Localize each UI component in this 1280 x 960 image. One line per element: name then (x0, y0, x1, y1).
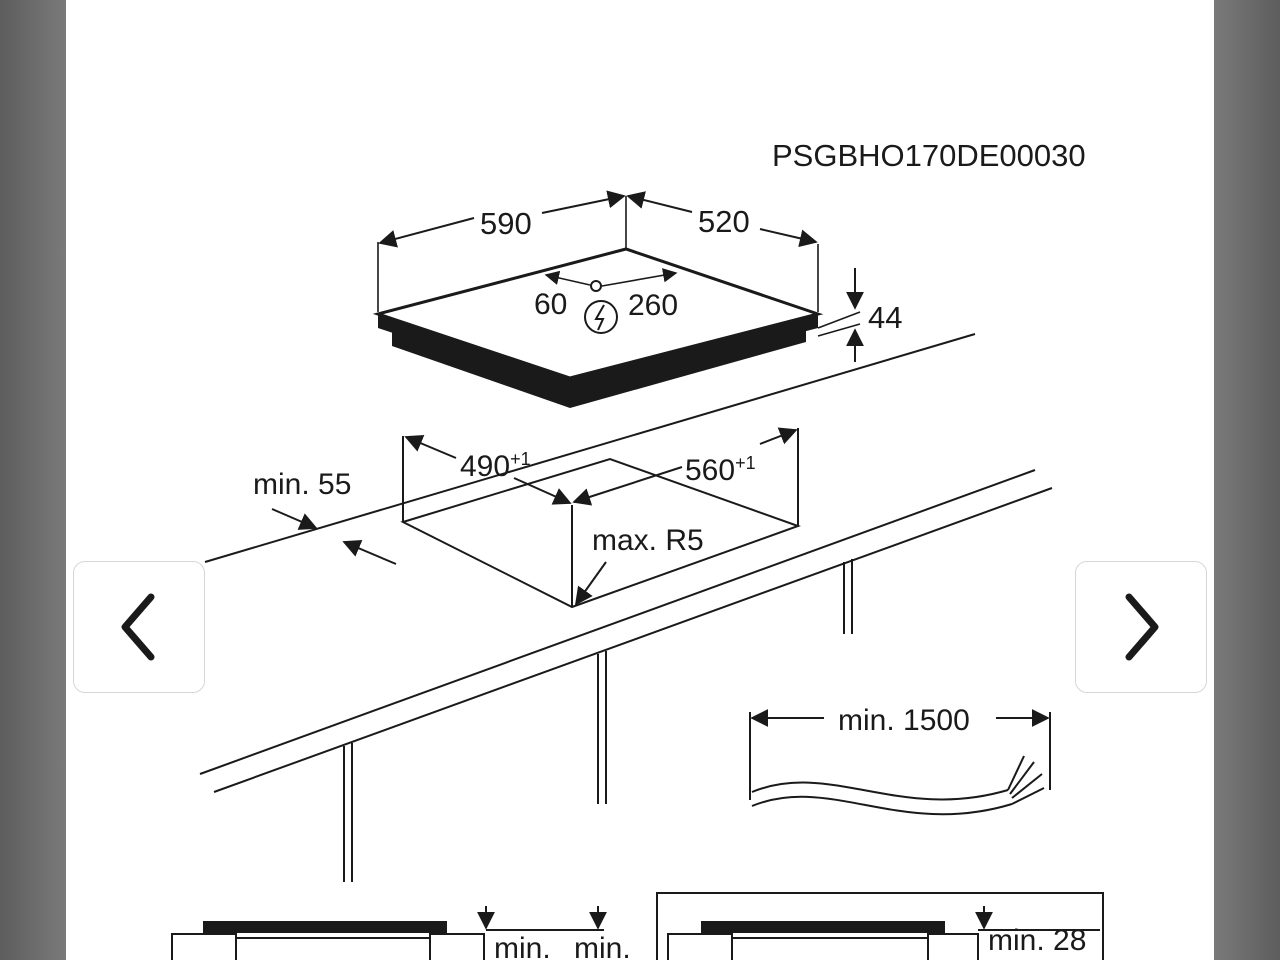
right-backdrop (1214, 0, 1280, 960)
dim-260-label: 260 (628, 289, 678, 322)
radius-label: max. R5 (592, 524, 704, 557)
dim-min-b-label: min. (574, 932, 631, 960)
dim-cutout-width-label: 490+1 (460, 449, 531, 483)
section-right (656, 892, 1104, 960)
dim-width (378, 190, 626, 248)
hob-extension-lines (377, 196, 861, 337)
dim-cutout-width (404, 434, 572, 505)
dim-depth (626, 191, 818, 248)
dim-height-label: 44 (868, 300, 902, 335)
dim-min-edge (271, 508, 397, 565)
radius-pointer (574, 561, 607, 606)
previous-image-button[interactable] (73, 561, 205, 693)
next-image-button[interactable] (1075, 561, 1207, 693)
electric-symbol-icon (584, 300, 618, 334)
cabinet-sides (343, 559, 853, 882)
dim-depth-label: 520 (698, 204, 750, 239)
dim-connection (544, 268, 678, 287)
cable-icon (751, 755, 1045, 816)
chevron-right-icon (1125, 593, 1159, 661)
left-backdrop (0, 0, 66, 960)
dim-cutout-depth (572, 427, 798, 506)
dim-cutout-depth-label: 560+1 (685, 453, 756, 487)
dim-min-c-label: min. 28 (988, 924, 1086, 957)
chevron-left-icon (121, 593, 155, 661)
dim-cable (749, 709, 1051, 800)
section-left (171, 906, 607, 960)
product-code: PSGBHO170DE00030 (772, 138, 1086, 173)
dim-60-label: 60 (534, 288, 567, 321)
dim-min-edge-label: min. 55 (253, 468, 351, 501)
dim-width-label: 590 (480, 206, 532, 241)
worktop (199, 333, 1053, 793)
dim-cable-label: min. 1500 (838, 704, 970, 737)
dim-min-a-label: min. (494, 932, 551, 960)
